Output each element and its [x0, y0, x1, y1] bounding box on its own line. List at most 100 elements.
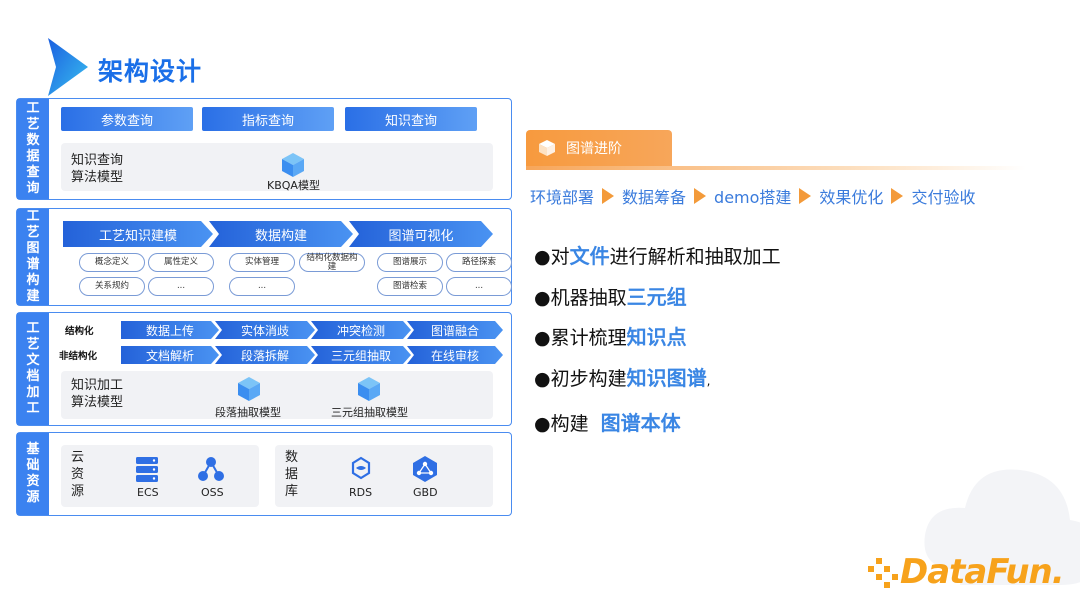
side-char: 础 — [26, 458, 40, 473]
pill-graph-search[interactable]: 图谱检索 — [377, 277, 443, 296]
step-effect-optimize: 效果优化 — [819, 188, 884, 207]
doc-model-box — [61, 371, 493, 419]
side-char: 源 — [26, 490, 40, 505]
cube-icon — [282, 153, 304, 177]
datafun-logo-icon — [868, 558, 898, 588]
bullet-highlight: 图谱本体 — [600, 411, 681, 435]
cloud-label-char: 云 — [71, 450, 85, 465]
step-data-upload[interactable]: 数据上传 — [121, 321, 219, 339]
pill-more[interactable]: ... — [446, 277, 512, 296]
cube-icon — [238, 377, 260, 401]
bullet-text: , — [706, 374, 711, 388]
server-icon[interactable] — [133, 455, 161, 483]
step-env-deploy: 环境部署 — [530, 188, 595, 207]
query-model-box — [61, 143, 493, 191]
side-char: 文 — [26, 353, 40, 368]
side-char: 建 — [26, 289, 40, 304]
step-triple-extraction[interactable]: 三元组抽取 — [311, 346, 411, 364]
cloud-label: 云 资 源 — [71, 449, 84, 500]
unstructured-label: 非结构化 — [59, 351, 98, 362]
stage-data-build[interactable]: 数据构建 — [209, 221, 353, 247]
panel-data-query: 工 艺 数 据 查 询 参数查询 指标查询 知识查询 知识查询 算法模型 KBQ… — [16, 98, 512, 200]
graph-advance-label: 图谱进阶 — [566, 141, 622, 157]
panel-side-label: 工 艺 文 档 加 工 — [17, 313, 49, 425]
bullet-text: ●构建 — [534, 413, 601, 435]
param-query-button[interactable]: 参数查询 — [61, 107, 193, 131]
pill-entity-management[interactable]: 实体管理 — [229, 253, 295, 272]
bullet-text: 进行解析和抽取加工 — [609, 246, 781, 268]
side-char: 询 — [26, 181, 40, 196]
step-paragraph-split[interactable]: 段落拆解 — [215, 346, 315, 364]
arrow-right-icon — [891, 188, 904, 204]
db-label-char: 库 — [285, 484, 299, 499]
step-doc-parsing[interactable]: 文档解析 — [121, 346, 219, 364]
pill-structured-data-build[interactable]: 结构化数据构建 — [299, 253, 365, 272]
step-conflict-detection[interactable]: 冲突检测 — [311, 321, 411, 339]
cube-icon — [358, 377, 380, 401]
panel-side-label: 工 艺 图 谱 构 建 — [17, 209, 49, 305]
storage-nodes-icon[interactable] — [197, 455, 225, 483]
step-data-prep: 数据筹备 — [622, 188, 687, 207]
side-char: 查 — [26, 165, 40, 180]
step-entity-disambiguation[interactable]: 实体消歧 — [215, 321, 315, 339]
pill-attribute-definition[interactable]: 属性定义 — [148, 253, 214, 272]
side-char: 档 — [26, 369, 40, 384]
side-char: 图 — [26, 241, 40, 256]
pill-concept-definition[interactable]: 概念定义 — [79, 253, 145, 272]
oss-label: OSS — [201, 486, 224, 499]
panel-side-label: 工 艺 数 据 查 询 — [17, 99, 49, 199]
graph-advance-tab: 图谱进阶 — [526, 130, 672, 166]
arrow-right-icon — [694, 188, 707, 204]
panel-side-label: 基 础 资 源 — [17, 433, 49, 515]
pill-more[interactable]: ... — [148, 277, 214, 296]
arrow-right-icon — [602, 188, 615, 204]
db-label-char: 据 — [285, 467, 299, 482]
bullet-highlight: 文件 — [569, 244, 610, 268]
side-char: 工 — [26, 321, 40, 336]
step-graph-fusion[interactable]: 图谱融合 — [407, 321, 503, 339]
bullet-item: ●机器抽取三元组 — [534, 281, 687, 310]
model-label-line2: 算法模型 — [71, 170, 124, 185]
stage-graph-visualization[interactable]: 图谱可视化 — [349, 221, 493, 247]
bullet-highlight: 知识图谱 — [626, 366, 707, 390]
bullet-text: ●累计梳理 — [534, 327, 627, 349]
gbd-icon[interactable] — [411, 455, 439, 483]
title-chevron-icon — [48, 38, 88, 96]
indicator-query-button[interactable]: 指标查询 — [202, 107, 334, 131]
pill-graph-display[interactable]: 图谱展示 — [377, 253, 443, 272]
step-online-review[interactable]: 在线审核 — [407, 346, 503, 364]
advance-underline — [526, 166, 1026, 170]
pill-more[interactable]: ... — [229, 277, 295, 296]
stage-knowledge-modeling[interactable]: 工艺知识建模 — [63, 221, 213, 247]
step-demo-build: demo搭建 — [714, 188, 792, 207]
arrow-right-icon — [799, 188, 812, 204]
bullet-item: ●初步构建知识图谱, — [534, 362, 710, 391]
database-box — [275, 445, 493, 507]
side-char: 数 — [26, 133, 40, 148]
knowledge-query-button[interactable]: 知识查询 — [345, 107, 477, 131]
rds-icon[interactable] — [347, 455, 375, 483]
side-char: 构 — [26, 273, 40, 288]
bullet-item: ●累计梳理知识点 — [534, 321, 687, 350]
side-char: 艺 — [26, 337, 40, 352]
model-label-line2: 算法模型 — [71, 395, 124, 410]
cloud-resource-box — [61, 445, 259, 507]
side-char: 艺 — [26, 225, 40, 240]
step-delivery-accept: 交付验收 — [911, 188, 976, 207]
cloud-watermark-icon — [924, 469, 1080, 585]
bullet-text: ●机器抽取 — [534, 287, 627, 309]
datafun-logo-text: DataFun. — [900, 552, 1065, 592]
gbd-label: GBD — [413, 486, 438, 499]
side-char: 工 — [26, 101, 40, 116]
panel-infra: 基 础 资 源 云 资 源 ECS OSS 数 据 库 RDS — [16, 432, 512, 516]
pill-relation-rules[interactable]: 关系规约 — [79, 277, 145, 296]
cloud-label-char: 资 — [71, 467, 85, 482]
ecs-label: ECS — [137, 486, 159, 499]
side-char: 资 — [26, 474, 40, 489]
side-char: 谱 — [26, 257, 40, 272]
box-icon — [539, 140, 555, 156]
pill-path-explore[interactable]: 路径探索 — [446, 253, 512, 272]
model-label-line1: 知识查询 — [71, 153, 124, 168]
triple-model-label: 三元组抽取模型 — [331, 406, 408, 419]
side-char: 加 — [26, 385, 40, 400]
